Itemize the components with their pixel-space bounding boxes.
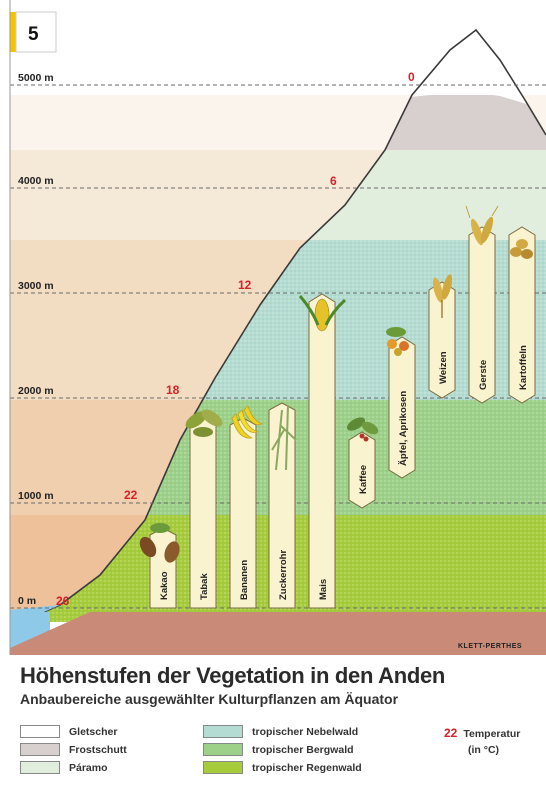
legend-swatch-gletscher [20, 725, 60, 738]
diagram-title: Höhenstufen der Vegetation in den Anden [20, 663, 445, 689]
legend-swatch-bergwald [203, 743, 243, 756]
temperature-label-22: 22 [124, 488, 138, 502]
temperature-label-0: 0 [408, 70, 415, 84]
legend-item-frostschutt: Frostschutt [20, 743, 127, 756]
vegetation-zone-diagram: 0 m 1000 m 2000 m 3000 m 4000 m 5000 m 2… [0, 0, 546, 655]
legend-item-temperature: 22 Temperatur (in °C) [444, 725, 520, 758]
legend-label-paramo: Páramo [69, 762, 108, 774]
figure-number-accent [10, 12, 16, 52]
altitude-label-2000: 2000 m [18, 385, 54, 397]
publisher-mark: KLETT-PERTHES [458, 643, 522, 650]
figure-number: 5 [28, 24, 39, 45]
legend-label-gletscher: Gletscher [69, 726, 117, 738]
plant-label-zuckerrohr: Zuckerrohr [278, 550, 289, 600]
diagram-subtitle: Anbaubereiche ausgewählter Kulturpflanze… [20, 691, 398, 707]
altitude-label-0: 0 m [18, 595, 36, 607]
altitude-label-5000: 5000 m [18, 72, 54, 84]
plant-label-mais: Mais [318, 579, 329, 600]
legend-item-paramo: Páramo [20, 761, 108, 774]
altitude-label-4000: 4000 m [18, 175, 54, 187]
column-mais [309, 294, 335, 608]
plant-label-kaffee: Kaffee [358, 465, 369, 494]
legend-swatch-frostschutt [20, 743, 60, 756]
plant-label-tabak: Tabak [199, 573, 210, 600]
legend-swatch-regenwald [203, 761, 243, 774]
plant-label-bananen: Bananen [239, 560, 250, 600]
temperature-label-12: 12 [238, 278, 252, 292]
legend-label-frostschutt: Frostschutt [69, 744, 127, 756]
legend-temperature-unit: (in °C) [444, 742, 520, 758]
temperature-label-6: 6 [330, 174, 337, 188]
legend-label-bergwald: tropischer Bergwald [252, 744, 354, 756]
plant-label-weizen: Weizen [438, 351, 449, 384]
plant-label-gerste: Gerste [478, 360, 489, 390]
legend-item-bergwald: tropischer Bergwald [203, 743, 354, 756]
legend-temperature-sample: 22 [444, 726, 457, 740]
plant-label-kartoffeln: Kartoffeln [518, 345, 529, 390]
altitude-label-3000: 3000 m [18, 280, 54, 292]
temperature-label-18: 18 [166, 383, 180, 397]
legend-item-nebelwald: tropischer Nebelwald [203, 725, 358, 738]
legend-item-gletscher: Gletscher [20, 725, 117, 738]
legend-swatch-nebelwald [203, 725, 243, 738]
plant-label-aepfel-aprikosen: Äpfel, Aprikosen [398, 391, 409, 466]
legend-label-regenwald: tropischer Regenwald [252, 762, 362, 774]
legend-panel: Höhenstufen der Vegetation in den Anden … [0, 655, 546, 785]
legend-label-nebelwald: tropischer Nebelwald [252, 726, 358, 738]
legend-swatch-paramo [20, 761, 60, 774]
legend-item-regenwald: tropischer Regenwald [203, 761, 362, 774]
legend-temperature-label: Temperatur [463, 728, 520, 740]
plant-label-kakao: Kakao [159, 571, 170, 600]
temperature-label-26: 26 [56, 594, 70, 608]
altitude-label-1000: 1000 m [18, 490, 54, 502]
